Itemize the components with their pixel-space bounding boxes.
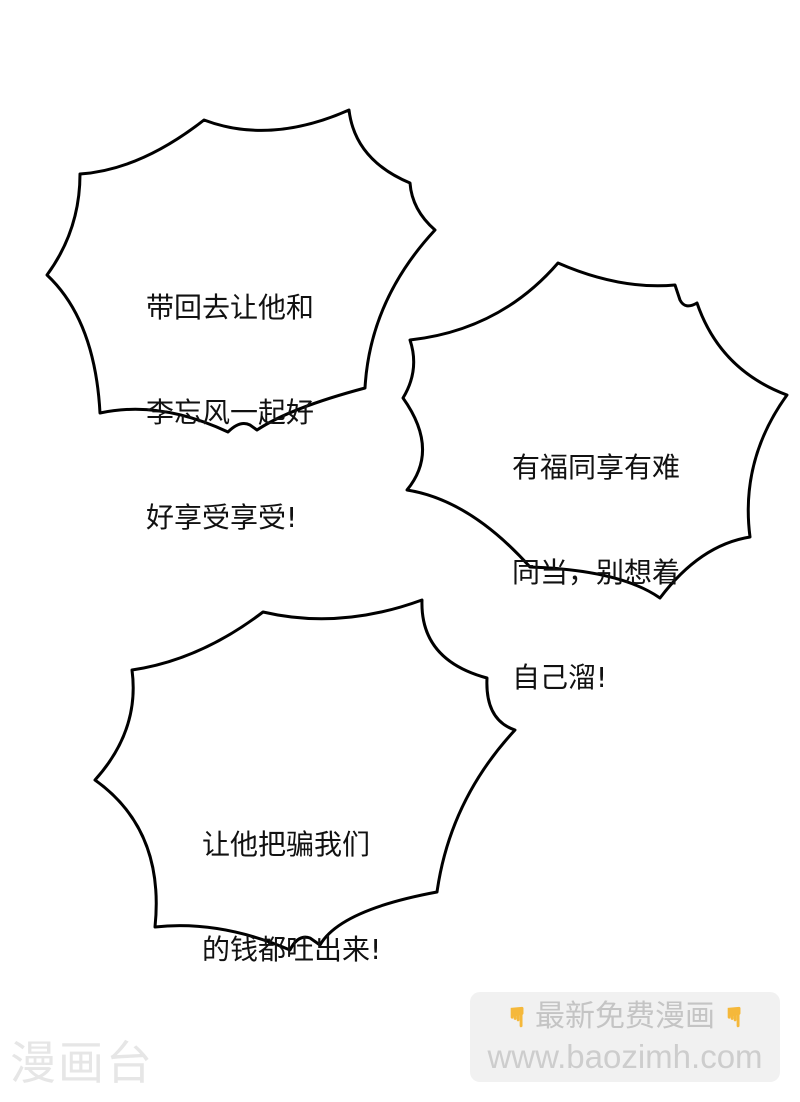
bubble-line: 好享受享受! bbox=[146, 501, 298, 534]
speech-bubble-1-outline bbox=[45, 108, 437, 434]
bubble-line: 带回去让他和 bbox=[146, 291, 315, 324]
bubble-line: 有福同享有难 bbox=[512, 451, 681, 484]
bubble-line: 的钱都吐出来! bbox=[202, 933, 382, 966]
site-watermark-tagline: 最新免费漫画 bbox=[535, 999, 715, 1034]
bubble-line: 李忘风一起好 bbox=[146, 396, 315, 429]
speech-bubble-3-outline bbox=[93, 598, 517, 952]
pointing-down-hand-icon: ☛ bbox=[717, 1004, 751, 1030]
bubble-line: 让他把骗我们 bbox=[202, 828, 371, 861]
speech-bubble-2-text: 有福同享有难 同当，别想着 自己溜! bbox=[512, 380, 680, 730]
bubble-line: 自己溜! bbox=[512, 661, 608, 694]
bubble-line: 同当，别想着 bbox=[512, 556, 681, 589]
site-watermark-tagline-row: ☛最新免费漫画☛ bbox=[470, 998, 780, 1036]
pointing-down-hand-icon: ☛ bbox=[500, 1004, 534, 1030]
brand-watermark: 漫画台 bbox=[10, 1036, 154, 1090]
site-watermark-url: www.baozimh.com bbox=[487, 1038, 763, 1075]
speech-bubble-2-outline bbox=[401, 261, 789, 600]
speech-bubble-3-text: 让他把骗我们 的钱都吐出来! bbox=[202, 757, 381, 1002]
speech-bubble-1-text: 带回去让他和 李忘风一起好 好享受享受! bbox=[146, 220, 314, 570]
site-watermark-banner: ☛最新免费漫画☛ www.baozimh.com bbox=[470, 992, 780, 1082]
